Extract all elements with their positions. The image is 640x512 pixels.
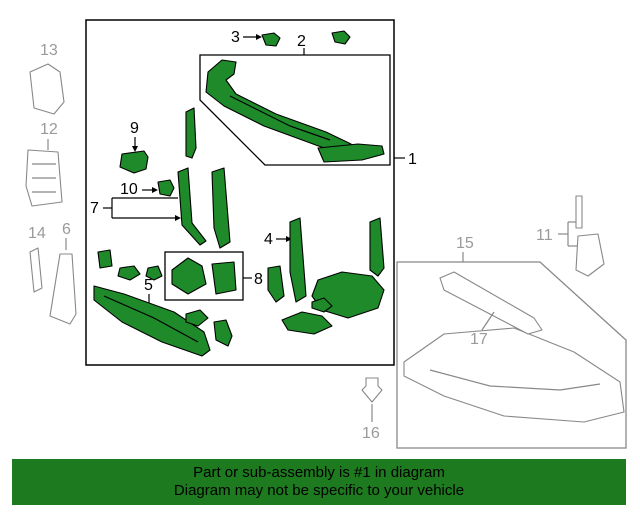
bracket-part-8b[interactable] bbox=[211, 261, 237, 295]
callout-10[interactable]: 10 bbox=[120, 181, 138, 198]
callout-8[interactable]: 8 bbox=[254, 271, 263, 288]
side-member-part-6[interactable] bbox=[49, 253, 77, 325]
clip-part-2b[interactable] bbox=[331, 30, 351, 45]
callout-15[interactable]: 15 bbox=[456, 235, 474, 252]
callout-6[interactable]: 6 bbox=[62, 221, 71, 238]
lower-bracket-f[interactable] bbox=[281, 311, 333, 335]
banner-line-1: Part or sub-assembly is #1 in diagram bbox=[193, 464, 445, 481]
callout-1[interactable]: 1 bbox=[408, 151, 417, 168]
lower-cross-member[interactable] bbox=[93, 285, 211, 357]
callout-4[interactable]: 4 bbox=[264, 231, 273, 248]
callout-7[interactable]: 7 bbox=[90, 200, 99, 217]
callout-12[interactable]: 12 bbox=[40, 121, 58, 138]
small-bracket-e[interactable] bbox=[213, 319, 233, 347]
upright-brace[interactable] bbox=[185, 107, 197, 159]
clip-part-3[interactable] bbox=[261, 32, 281, 47]
callout-13[interactable]: 13 bbox=[40, 42, 58, 59]
side-bracket-part-14[interactable] bbox=[29, 247, 43, 293]
side-member-part-7b[interactable] bbox=[211, 167, 231, 249]
bracket-part-10[interactable] bbox=[157, 179, 175, 197]
upper-support-end[interactable] bbox=[317, 143, 385, 163]
side-panel-part-4b[interactable] bbox=[267, 265, 285, 303]
lower-bracket-g[interactable] bbox=[311, 297, 333, 313]
small-bracket-a[interactable] bbox=[97, 249, 113, 269]
selection-banner: Part or sub-assembly is #1 in diagram Di… bbox=[12, 459, 626, 505]
right-upright[interactable] bbox=[369, 217, 385, 277]
clip-part-16[interactable] bbox=[361, 377, 383, 403]
small-bracket-c[interactable] bbox=[145, 265, 163, 281]
under-cover-frame bbox=[396, 261, 627, 449]
small-bracket-d[interactable] bbox=[185, 309, 209, 327]
parts-diagram: 1 2 3 9 10 7 8 5 bbox=[25, 19, 627, 449]
side-panel-part-4[interactable] bbox=[289, 217, 307, 303]
callout-16[interactable]: 16 bbox=[362, 425, 380, 442]
upper-support-frame bbox=[199, 54, 391, 166]
callout-3[interactable]: 3 bbox=[231, 29, 240, 46]
callout-5[interactable]: 5 bbox=[144, 277, 153, 294]
callout-2[interactable]: 2 bbox=[297, 33, 306, 50]
bracket-part-11a[interactable] bbox=[575, 195, 583, 229]
bracket-part-9[interactable] bbox=[119, 150, 149, 174]
subassembly-8-frame bbox=[164, 251, 244, 301]
bracket-part-11b[interactable] bbox=[575, 233, 605, 277]
upper-radiator-support[interactable] bbox=[205, 59, 352, 153]
callout-11[interactable]: 11 bbox=[536, 227, 553, 244]
assembly-frame bbox=[85, 19, 395, 366]
banner-line-2: Diagram may not be specific to your vehi… bbox=[173, 482, 465, 499]
callout-9[interactable]: 9 bbox=[130, 120, 139, 137]
side-bracket-part-13[interactable] bbox=[29, 63, 65, 115]
small-bracket-b[interactable] bbox=[117, 265, 141, 281]
bracket-part-8a[interactable] bbox=[171, 257, 207, 295]
under-cover[interactable] bbox=[403, 327, 625, 423]
under-cover-brace[interactable] bbox=[439, 271, 543, 335]
side-member-part-7a[interactable] bbox=[177, 167, 207, 246]
callout-17[interactable]: 17 bbox=[470, 331, 488, 348]
callout-14[interactable]: 14 bbox=[28, 225, 46, 242]
